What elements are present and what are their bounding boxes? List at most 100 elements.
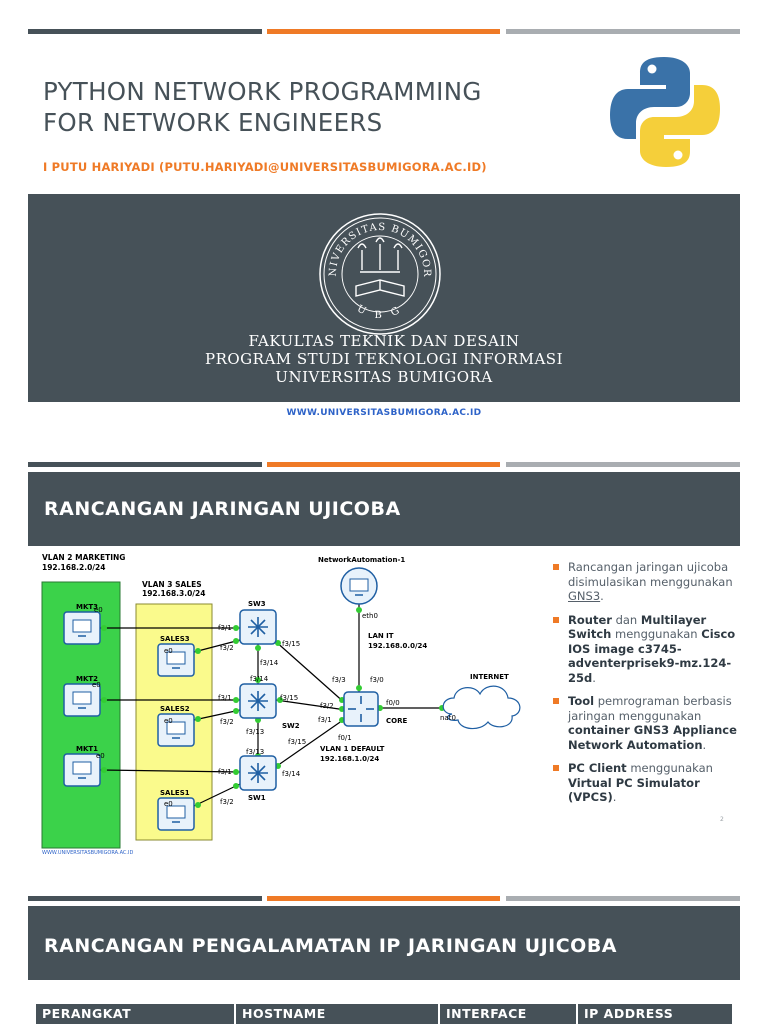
accent-bar-orange [267, 896, 500, 901]
label-internet: INTERNET [470, 673, 509, 681]
port-label: f3/13 [246, 748, 264, 756]
university-seal: UNIVERSITAS BUMIGORA U B G [316, 210, 441, 335]
top-accent-bars [28, 29, 740, 34]
presentation-title: PYTHON NETWORK PROGRAMMING FOR NETWORK E… [43, 76, 603, 138]
label-sw3: SW3 [248, 600, 266, 608]
bullet-gns3: Rancangan jaringan ujicoba disimulasikan… [550, 560, 740, 604]
port-label: f3/2 [220, 718, 234, 726]
pc-sales3-icon [157, 643, 195, 677]
router-core-icon [343, 691, 379, 727]
port-label: f3/2 [220, 798, 234, 806]
university-name: UNIVERSITAS BUMIGORA [275, 368, 493, 386]
slide-title: RANCANGAN JARINGAN UJICOBA [28, 472, 740, 546]
author-line: I PUTU HARIYADI (PUTU.HARIYADI@UNIVERSIT… [43, 160, 487, 174]
port-label: f3/15 [280, 694, 298, 702]
port-label: e0 [94, 606, 103, 614]
port-label: f3/1 [318, 716, 332, 724]
port-label: f3/1 [218, 694, 232, 702]
accent-bar-orange [267, 462, 500, 467]
label-sales2: SALES2 [160, 705, 190, 713]
pc-sales2-icon [157, 713, 195, 747]
diagram-footer-url: WWW.UNIVERSITASBUMIGORA.AC.ID [42, 850, 133, 856]
slide-title: RANCANGAN PENGALAMATAN IP JARINGAN UJICO… [28, 906, 740, 980]
port-label: f3/15 [288, 738, 306, 746]
pc-sales1-icon [157, 797, 195, 831]
port-label: e0 [164, 647, 173, 655]
top-accent-bars [28, 896, 740, 901]
svg-text:U B G: U B G [355, 303, 405, 321]
port-label: f3/1 [218, 768, 232, 776]
switch-sw2-icon [239, 683, 277, 719]
vlan3-label: VLAN 3 SALES [142, 580, 202, 589]
bullet-list: Rancangan jaringan ujicoba disimulasikan… [550, 560, 740, 814]
label-sales1: SALES1 [160, 789, 190, 797]
vlan3-network: 192.168.3.0/24 [142, 589, 205, 598]
port-label: f0/0 [386, 699, 400, 707]
port-label: e0 [164, 800, 173, 808]
port-label: e0 [92, 681, 101, 689]
column-header: IP ADDRESS [584, 1006, 674, 1021]
pc-mkt1-icon [63, 753, 101, 787]
label-lan-it-network: 192.168.0.0/24 [368, 642, 427, 650]
slide-ip-addressing: RANCANGAN PENGALAMATAN IP JARINGAN UJICO… [0, 880, 768, 1024]
accent-bar-dark [28, 896, 262, 901]
port-label: eth0 [362, 612, 378, 620]
svg-text:UNIVERSITAS BUMIGORA: UNIVERSITAS BUMIGORA [316, 210, 432, 278]
accent-bar-gray [506, 29, 740, 34]
port-label: f3/0 [370, 676, 384, 684]
faculty-name: FAKULTAS TEKNIK DAN DESAIN [248, 332, 520, 350]
port-label: f3/13 [246, 728, 264, 736]
port-label: e0 [164, 717, 173, 725]
gns3-link[interactable]: GNS3 [568, 589, 601, 603]
column-header: PERANGKAT [36, 1004, 236, 1024]
title-line-2: FOR NETWORK ENGINEERS [43, 108, 383, 137]
faculty-banner: UNIVERSITAS BUMIGORA U B G FAKULTAS TEKN… [28, 194, 740, 402]
bullet-router-switch: Router dan Multilayer Switch menggunakan… [550, 613, 740, 686]
top-accent-bars [28, 462, 740, 467]
vlan2-label: VLAN 2 MARKETING [42, 553, 125, 562]
network-topology-diagram: VLAN 2 MARKETING 192.168.2.0/24 VLAN 3 S… [41, 553, 521, 856]
column-header: INTERFACE [440, 1004, 578, 1024]
accent-bar-gray [506, 896, 740, 901]
port-label: f0/1 [338, 734, 352, 742]
label-vlan1-network: 192.168.1.0/24 [320, 755, 379, 763]
title-line-1: PYTHON NETWORK PROGRAMMING [43, 77, 482, 106]
port-label: f3/2 [320, 702, 334, 710]
port-label: f3/3 [332, 676, 346, 684]
slide-network-design: RANCANGAN JARINGAN UJICOBA VLAN 2 MARKET… [0, 440, 768, 880]
label-lan-it: LAN IT [368, 632, 394, 640]
port-label: f3/14 [260, 659, 279, 667]
page-number: 2 [720, 816, 724, 823]
label-core: CORE [386, 717, 407, 725]
website-link[interactable]: WWW.UNIVERSITASBUMIGORA.AC.ID [286, 408, 482, 418]
accent-bar-dark [28, 462, 262, 467]
label-sales3: SALES3 [160, 635, 190, 643]
port-label: nat0 [440, 714, 456, 722]
bullet-pc-client: PC Client menggunakan Virtual PC Simulat… [550, 761, 740, 805]
label-sw1: SW1 [248, 794, 266, 802]
label-network-automation: NetworkAutomation-1 [318, 556, 405, 564]
port-label: f3/1 [218, 624, 232, 632]
port-label: f3/2 [220, 644, 234, 652]
accent-bar-orange [267, 29, 500, 34]
column-header: HOSTNAME [236, 1004, 440, 1024]
slide-title: PYTHON NETWORK PROGRAMMING FOR NETWORK E… [0, 0, 768, 440]
port-label: f3/14 [250, 675, 269, 683]
port-label: e0 [96, 752, 105, 760]
accent-bar-gray [506, 462, 740, 467]
network-automation-icon [340, 567, 378, 605]
label-mkt1: MKT1 [76, 745, 98, 753]
program-name: PROGRAM STUDI TEKNOLOGI INFORMASI [204, 350, 564, 368]
pc-mkt2-icon [63, 683, 101, 717]
network-links [99, 604, 448, 807]
python-logo-icon [610, 57, 720, 167]
accent-bar-dark [28, 29, 262, 34]
bullet-tool: Tool pemrograman berbasis jaringan mengg… [550, 694, 740, 752]
pc-mkt3-icon [63, 611, 101, 645]
vlan2-network: 192.168.2.0/24 [42, 563, 105, 572]
label-vlan1: VLAN 1 DEFAULT [320, 745, 385, 753]
switch-sw1-icon [239, 755, 277, 791]
port-label: f3/15 [282, 640, 300, 648]
label-mkt3: MKT3 [76, 603, 98, 611]
switch-sw3-icon [239, 609, 277, 645]
